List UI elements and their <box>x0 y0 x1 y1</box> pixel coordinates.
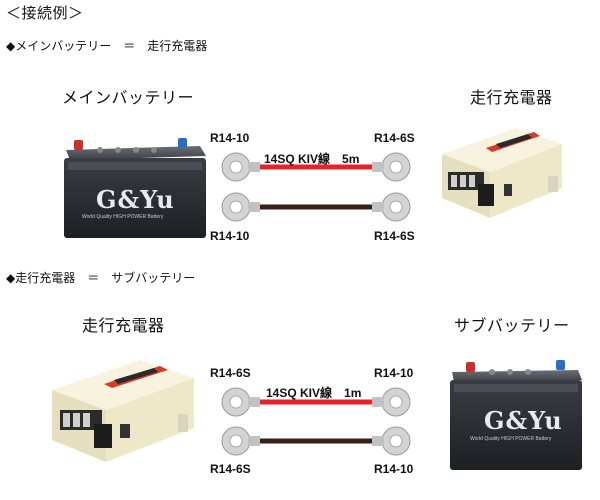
ring-terminal-1a <box>221 152 260 182</box>
section-2-top-right-terminal: R14-10 <box>374 366 414 380</box>
section-1-bottom-left-terminal: R14-10 <box>210 229 250 243</box>
section-1-top-left-terminal: R14-10 <box>210 131 250 145</box>
charger-image-2 <box>48 350 198 470</box>
sub-battery-tagline: World Quality HIGH POWER Battery <box>470 436 552 442</box>
section-1-label: ◆メインバッテリー ＝ 走行充電器 <box>6 39 208 53</box>
main-battery-image <box>60 132 208 242</box>
ring-terminal-1d <box>372 192 411 222</box>
section-2-bottom-right-terminal: R14-10 <box>374 462 414 476</box>
section-2-left-title: 走行充電器 <box>82 316 165 335</box>
section-2-label: ◆走行充電器 ＝ サブバッテリー <box>6 271 196 285</box>
section-1-right-title: 走行充電器 <box>470 88 553 107</box>
ring-terminal-2c <box>221 426 260 456</box>
section-1-left-title: メインバッテリー <box>62 88 195 107</box>
section-1-bottom-right-terminal: R14-6S <box>374 229 415 243</box>
section-2-cable-label: 14SQ KIV線 1m <box>266 386 362 400</box>
ring-terminal-2d <box>372 426 411 456</box>
charger-image-1 <box>438 118 566 226</box>
sub-battery-image <box>448 356 584 474</box>
ring-terminal-1b <box>372 152 411 182</box>
section-1-top-right-terminal: R14-6S <box>374 131 415 145</box>
ring-terminal-2b <box>372 387 411 417</box>
section-2-top-left-terminal: R14-6S <box>210 366 251 380</box>
main-battery-brand: G&Yu <box>96 185 175 214</box>
section-2-bottom-left-terminal: R14-6S <box>210 462 251 476</box>
page-heading: ＜接続例＞ <box>6 4 84 22</box>
section-2-right-title: サブバッテリー <box>454 316 570 335</box>
section-1-cable-label: 14SQ KIV線 5m <box>264 152 360 166</box>
ring-terminal-1c <box>221 192 260 222</box>
sub-battery-brand: G&Yu <box>484 406 563 435</box>
main-battery-tagline: World Quality HIGH POWER Battery <box>82 214 164 220</box>
ring-terminal-2a <box>221 387 260 417</box>
